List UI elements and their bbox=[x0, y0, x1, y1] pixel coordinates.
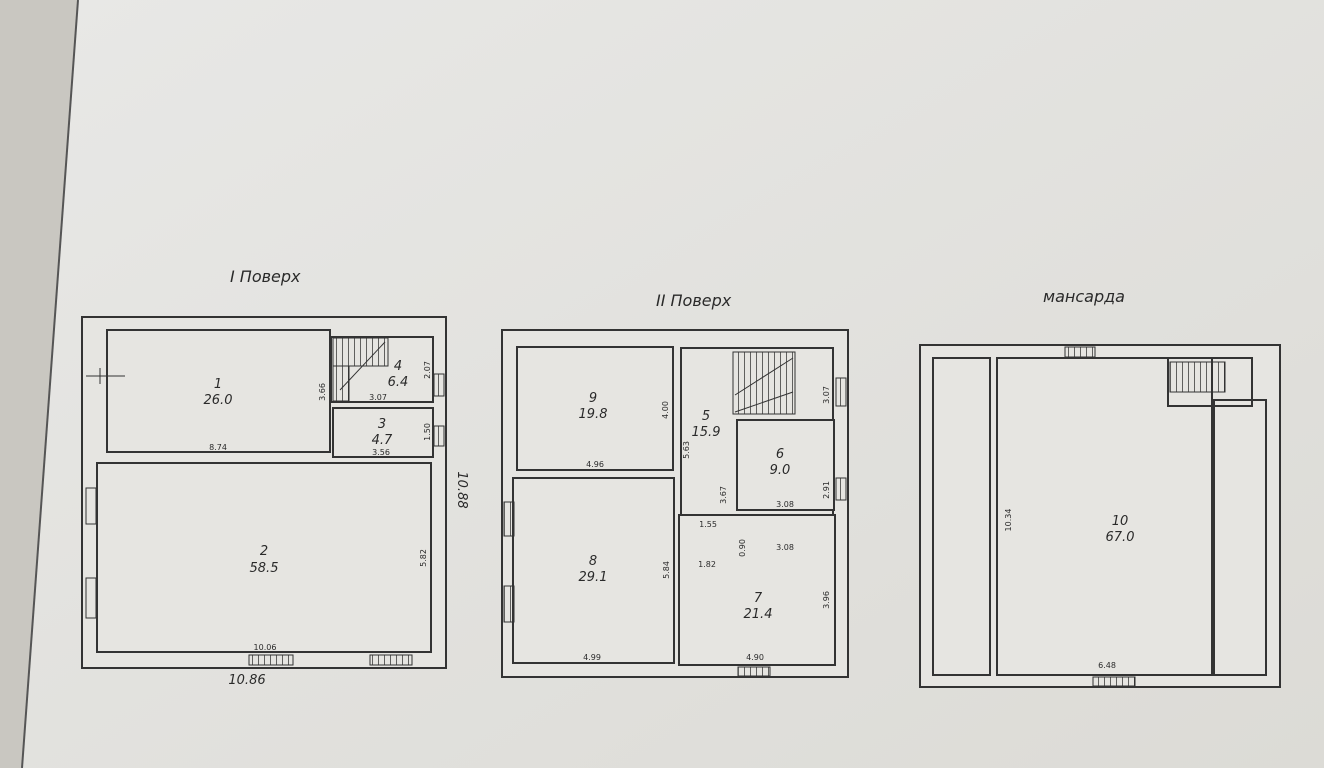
dimension-label: 8.74 bbox=[209, 443, 227, 452]
dimension-label: 3.56 bbox=[372, 448, 390, 457]
room-7 bbox=[678, 514, 836, 666]
dimension-label: 5.84 bbox=[662, 561, 671, 579]
dimension-label: 10.06 bbox=[254, 643, 277, 652]
room-9 bbox=[516, 346, 674, 471]
dimension-label: 2.07 bbox=[423, 361, 432, 379]
dimension-label: 1.82 bbox=[698, 560, 716, 569]
plan-title: I Поверх bbox=[230, 267, 301, 286]
room-6 bbox=[736, 419, 835, 511]
plan-floor-2: II Поверх 9 19.8 5 15.9 6 9.0 8 29.1 7 2… bbox=[501, 291, 849, 678]
dimension-label: 3.07 bbox=[822, 386, 831, 404]
dimension-label: 3.96 bbox=[822, 591, 831, 609]
plan-title: мансарда bbox=[1043, 287, 1125, 306]
room-label: 19.8 bbox=[579, 407, 608, 422]
dimension-label: 4.90 bbox=[746, 653, 764, 662]
room-label: 26.0 bbox=[204, 393, 233, 408]
dimension-label: 1.55 bbox=[699, 520, 717, 529]
room-label: 10.88 bbox=[454, 471, 469, 508]
dimension-label: 3.08 bbox=[776, 543, 794, 552]
room-label: 4 bbox=[394, 359, 402, 374]
plan-title: II Поверх bbox=[656, 291, 732, 310]
room-label: 9.0 bbox=[770, 463, 791, 478]
dimension-label: 5.63 bbox=[682, 441, 691, 459]
room-label: 10.86 bbox=[228, 673, 265, 688]
dimension-label: 4.99 bbox=[583, 653, 601, 662]
dimension-label: 5.82 bbox=[419, 549, 428, 567]
room-label: 3 bbox=[378, 417, 386, 432]
plan-attic: мансарда 10 67.0 10.34 6.48 bbox=[919, 287, 1281, 688]
dimension-label: 3.07 bbox=[369, 393, 387, 402]
dimension-label: 6.48 bbox=[1098, 661, 1116, 670]
dimension-label: 2.91 bbox=[822, 481, 831, 499]
room-label: 2 bbox=[260, 544, 268, 559]
dimension-label: 10.34 bbox=[1004, 509, 1013, 532]
dimension-label: 3.66 bbox=[318, 383, 327, 401]
dimension-label: 1.50 bbox=[423, 423, 432, 441]
room-label: 10 bbox=[1112, 514, 1129, 529]
room-label: 6 bbox=[776, 447, 784, 462]
plan-floor-1: I Поверх 1 26.0 2 58.5 3 4.7 4 6.4 8.74 … bbox=[81, 267, 469, 688]
room-8 bbox=[512, 477, 675, 664]
room-label: 8 bbox=[589, 554, 597, 569]
dimension-label: 4.00 bbox=[661, 401, 670, 419]
room-label: 9 bbox=[589, 391, 597, 406]
room-10 bbox=[996, 357, 1213, 676]
room-label: 6.4 bbox=[388, 375, 409, 390]
room-label: 29.1 bbox=[579, 570, 608, 585]
room-label: 4.7 bbox=[372, 433, 393, 448]
room-label: 15.9 bbox=[692, 425, 721, 440]
dimension-label: 3.08 bbox=[776, 500, 794, 509]
room-label: 7 bbox=[754, 591, 763, 606]
dimension-label: 0.90 bbox=[738, 539, 747, 557]
room-label: 1 bbox=[214, 377, 222, 392]
dimension-label: 3.67 bbox=[719, 486, 728, 504]
room-label: 5 bbox=[702, 409, 710, 424]
room-label: 58.5 bbox=[250, 561, 279, 576]
dimension-label: 4.96 bbox=[586, 460, 604, 469]
room-label: 67.0 bbox=[1106, 530, 1135, 545]
room-label: 21.4 bbox=[744, 607, 773, 622]
room-3 bbox=[332, 407, 434, 458]
room-2 bbox=[96, 462, 432, 653]
